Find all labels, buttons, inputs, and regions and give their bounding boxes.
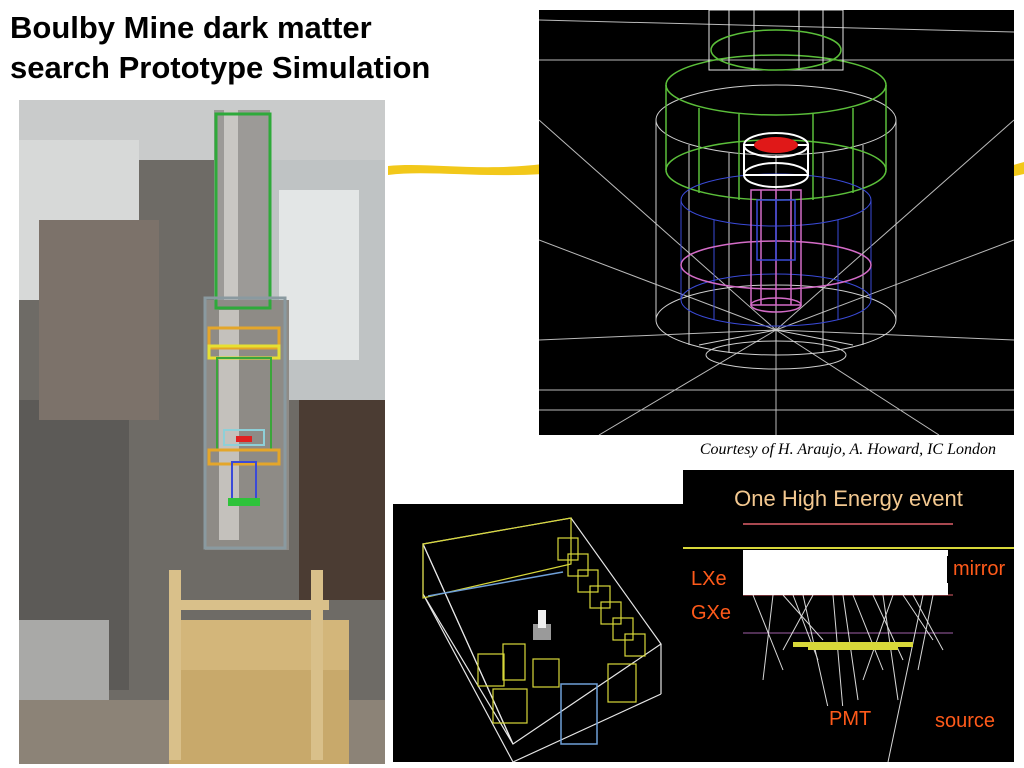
lab-geometry-model: [393, 504, 683, 762]
prototype-photo-drawing: [19, 100, 385, 764]
label-source: source: [929, 708, 1002, 735]
prototype-photo: [19, 100, 385, 764]
label-lxe: LXe: [685, 566, 733, 593]
title-line-2: search Prototype Simulation: [10, 50, 431, 85]
label-mirror: mirror: [947, 556, 1012, 583]
wireframe-drawing: [539, 10, 1014, 435]
slide-title: Boulby Mine dark matter search Prototype…: [10, 8, 550, 88]
high-energy-event-panel: One High Energy event LXe GXe mirror PMT…: [683, 470, 1014, 762]
lab-model-drawing: [393, 504, 683, 762]
highlighter-stroke: [388, 164, 543, 176]
event-heading: One High Energy event: [734, 486, 963, 511]
detector-wireframe-simulation: [539, 10, 1014, 435]
label-pmt: PMT: [823, 706, 878, 733]
title-line-1: Boulby Mine dark matter: [10, 10, 372, 45]
label-gxe: GXe: [685, 600, 738, 627]
image-credit: Courtesy of H. Araujo, A. Howard, IC Lon…: [699, 441, 996, 458]
